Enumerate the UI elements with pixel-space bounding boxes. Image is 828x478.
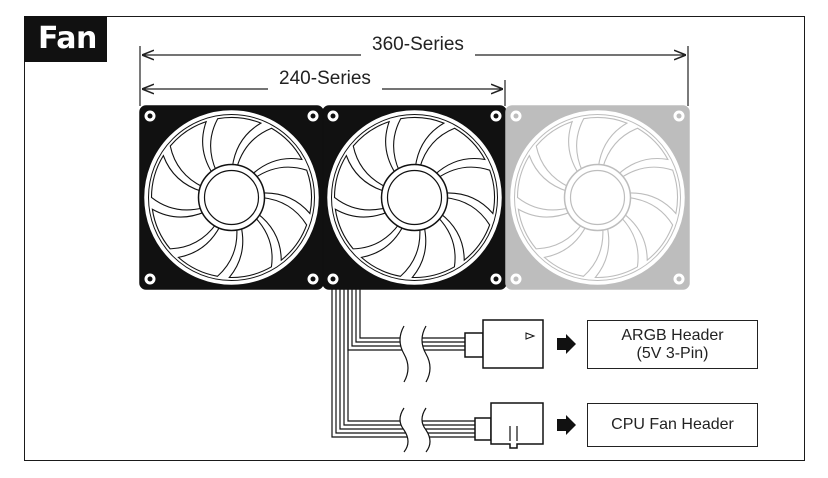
argb-header-sublabel: (5V 3-Pin) [636,344,709,362]
fan-blade [439,196,491,262]
fan-blade [602,127,669,176]
fan-blade [210,116,263,173]
fan-blade [177,224,238,277]
fan-blade [543,224,604,277]
fan-blade [619,166,679,215]
fan-blade [253,166,313,215]
fan-blade [256,196,308,262]
fan-blade [517,208,584,250]
fan-blade [360,224,421,277]
fan-blade [150,154,204,211]
fan-1 [139,105,324,290]
fan-blade [516,154,570,211]
fan-blade [236,127,303,176]
fan-3 [505,105,690,290]
label-240-series: 240-Series [268,68,382,90]
fan-blade [535,120,580,188]
cpu-fan-connector [474,402,544,449]
fan-blade [436,166,496,215]
fan-blade [622,196,674,262]
fan-blade [333,154,387,211]
argb-header-label: ARGB Header [621,326,724,344]
argb-header-box: ARGB Header (5V 3-Pin) [587,320,758,369]
label-360-series: 360-Series [361,34,475,56]
figure-title: Fan [24,16,107,62]
cpu-fan-header-box: CPU Fan Header [587,403,758,447]
figure-frame [24,16,805,461]
cable-break-marks [399,325,431,453]
fan-blade [594,216,639,279]
fan-blade [334,208,401,250]
argb-arrow-icon [557,334,576,354]
cpu-arrow-icon [557,415,576,435]
cpu-fan-header-label: CPU Fan Header [611,416,734,433]
fan-blade [151,208,218,250]
fan-blade [169,120,214,188]
fan-blade [419,127,486,176]
fan-blade [576,116,629,173]
argb-connector [464,319,544,369]
fan-blade [393,116,446,173]
fan-blade [228,216,273,279]
fan-2 [322,105,507,290]
fan-blade [352,120,397,188]
fan-blade [411,216,456,279]
